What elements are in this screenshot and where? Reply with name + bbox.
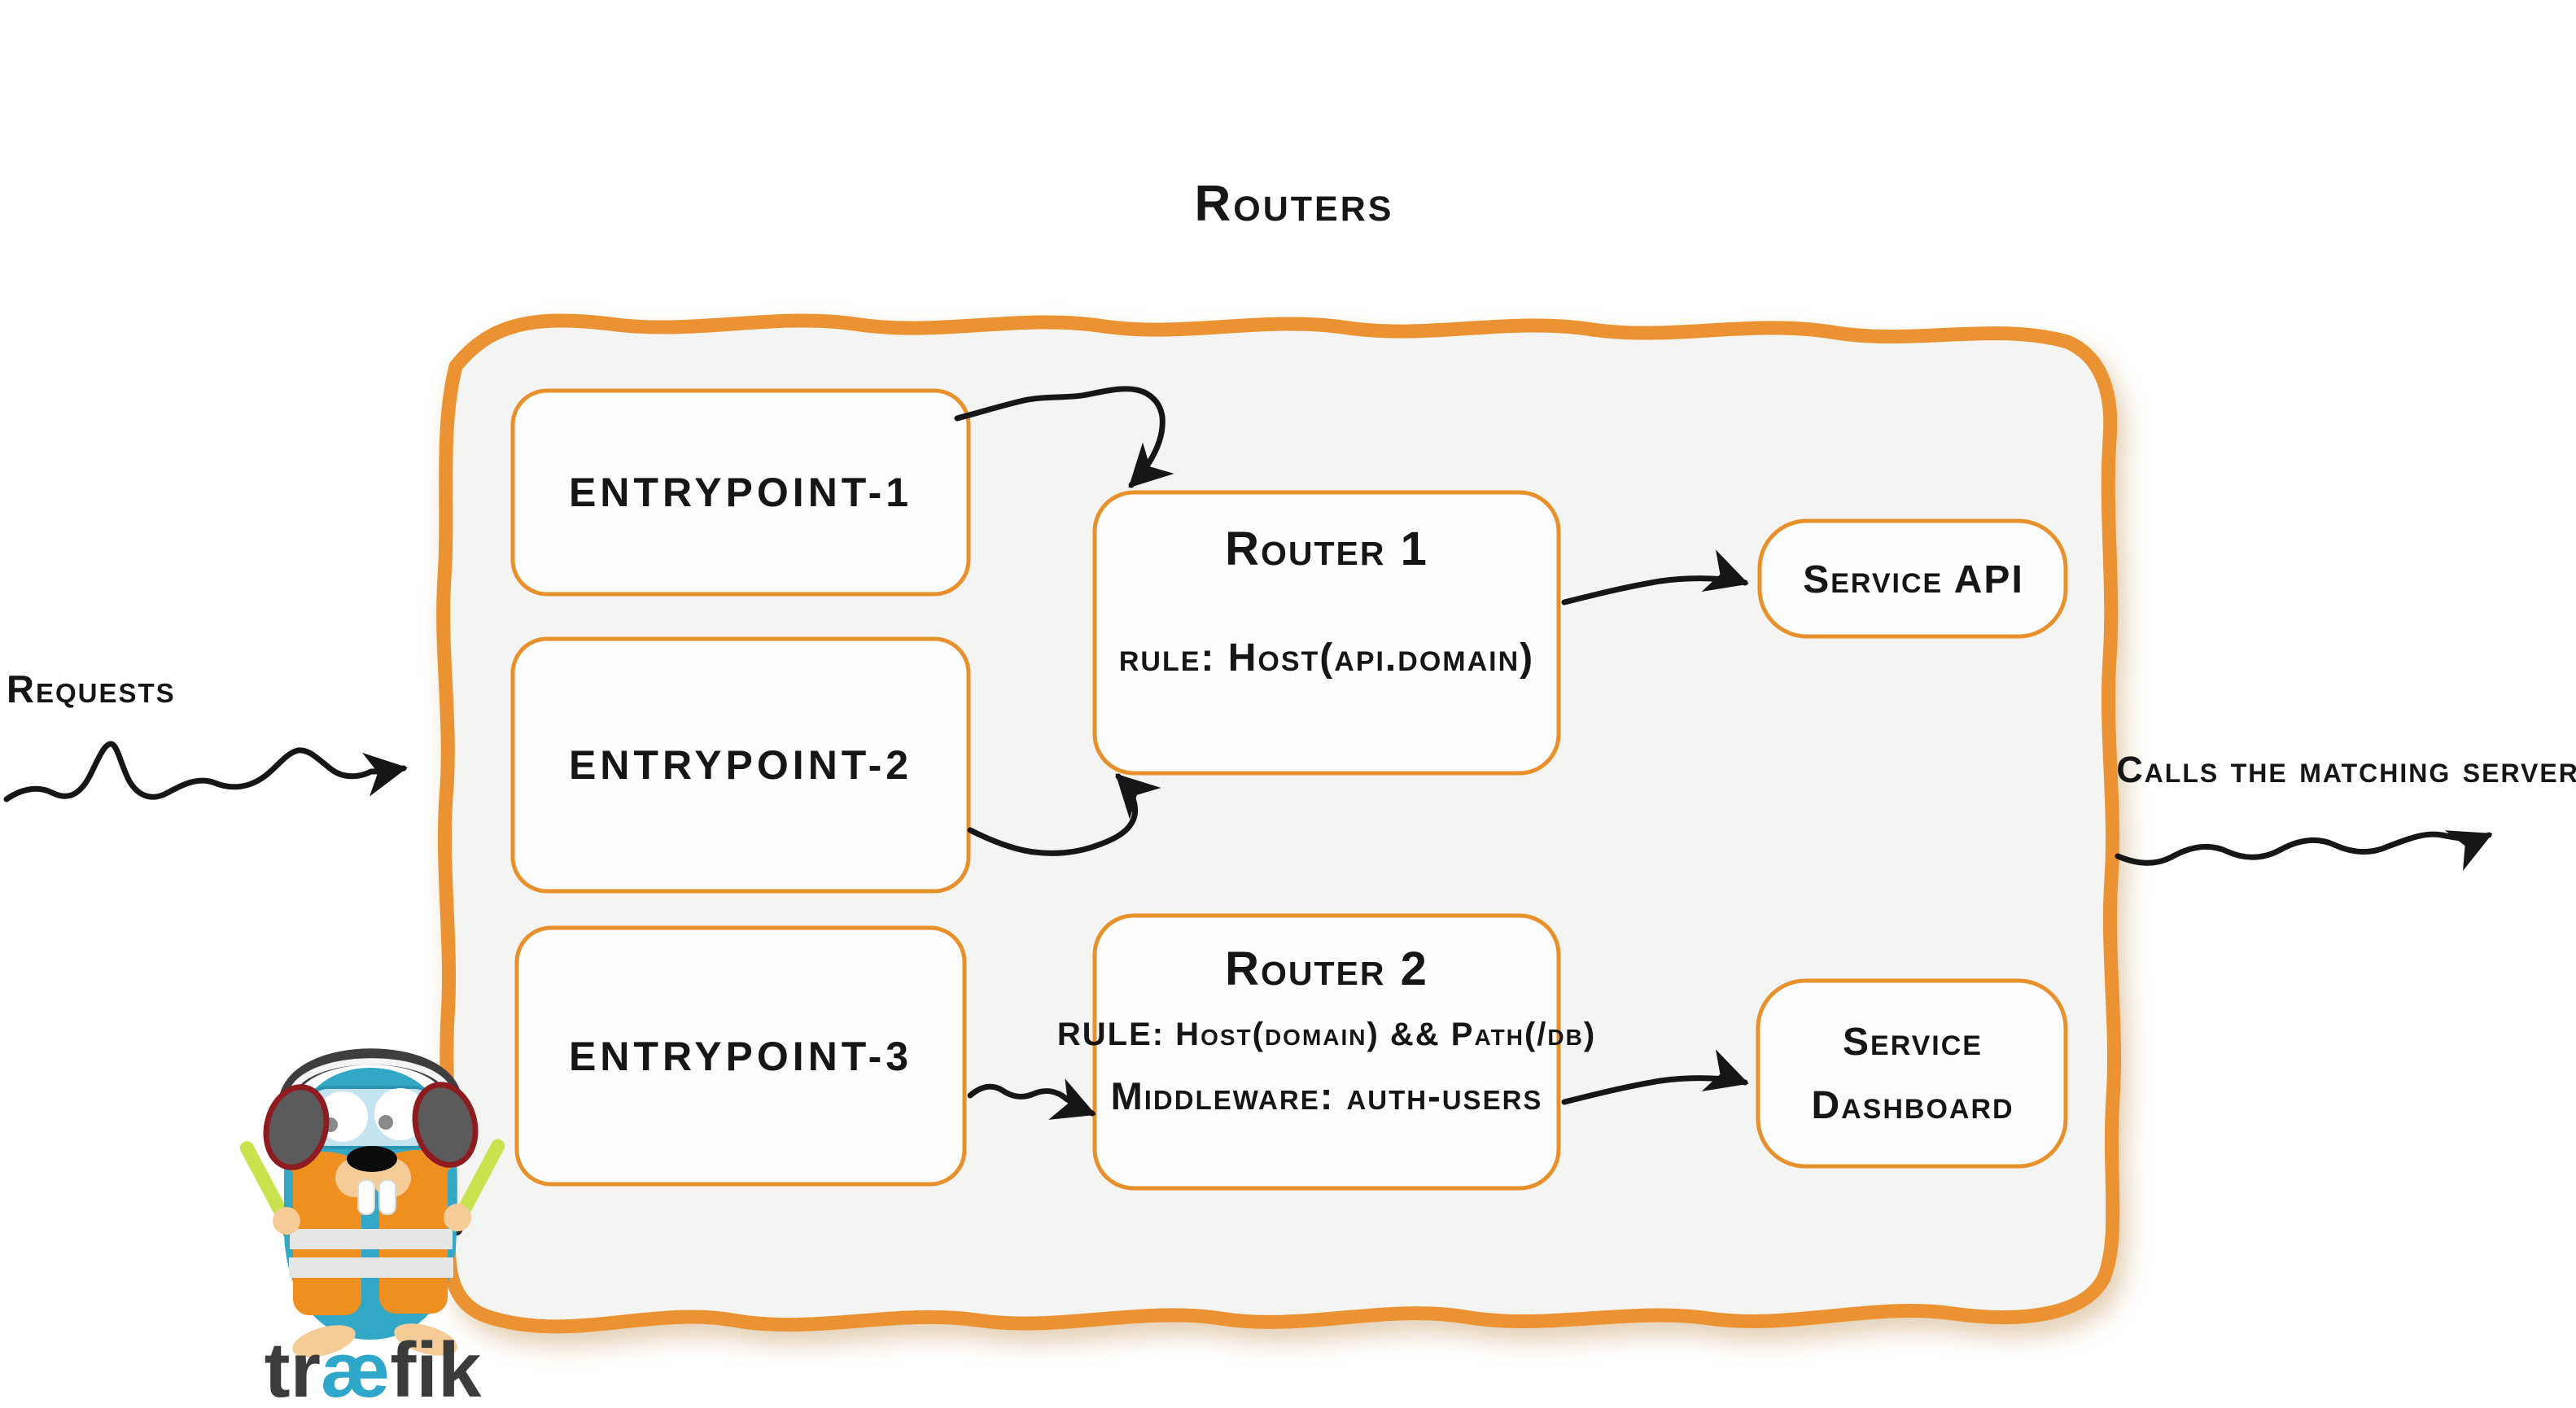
entrypoint-2-box — [510, 636, 971, 894]
router-2-rule: RULE: Host(domain) && Path(/db) — [1056, 1016, 1597, 1052]
arrow-entrypoint2-to-router1 — [967, 773, 1161, 856]
arrow-router1-to-service-api — [1561, 549, 1749, 606]
entrypoint-1-box — [510, 388, 971, 597]
arrow-router2-to-service-dashboard — [1561, 1049, 1749, 1105]
calls-matching-server-label: Calls the matching server — [2116, 749, 2576, 790]
service-api-label: Service API — [1803, 558, 2024, 601]
requests-label: Requests — [7, 667, 176, 711]
service-dashboard-box — [1756, 978, 2068, 1169]
traefik-mascot — [239, 1048, 505, 1358]
wordmark-prefix: tr — [264, 1327, 321, 1408]
service-dashboard-line1: Service — [1843, 1021, 1983, 1065]
router-2-middleware: Middleware: auth-users — [1110, 1073, 1543, 1117]
router-1-rule: rule: Host(api.domain) — [1118, 636, 1535, 680]
service-api-box — [1757, 518, 2068, 639]
service-dashboard-line2: Dashboard — [1811, 1084, 2014, 1127]
router-1-box — [1092, 490, 1561, 776]
arrow-entrypoint3-to-router2 — [967, 1078, 1096, 1120]
entrypoint-3-label: entrypoint-3 — [568, 1033, 913, 1079]
router-2-name: Router 2 — [1225, 942, 1428, 995]
gopher-pupil-right — [378, 1115, 393, 1130]
vest-stripe-top — [290, 1229, 453, 1249]
wordmark-suffix: fik — [390, 1327, 482, 1408]
service-dashboard-label: Service Dashboard — [1760, 982, 2066, 1166]
router-2-box — [1092, 913, 1561, 1191]
wordmark-ligature: æ — [320, 1327, 391, 1408]
gopher-nose — [347, 1146, 397, 1172]
arrow-calls-out — [2115, 830, 2493, 872]
arrow-entrypoint1-to-router1 — [954, 386, 1174, 488]
gopher-tooth-right — [378, 1179, 396, 1215]
gopher-foot-right — [394, 1323, 457, 1356]
arrow-requests-in — [3, 741, 408, 802]
diagram-title: Routers — [1194, 175, 1394, 232]
gopher-hand-right — [444, 1204, 471, 1231]
gopher-tooth-left — [357, 1179, 375, 1215]
headphones-icon — [263, 1048, 479, 1170]
gopher-foot-left — [292, 1325, 356, 1358]
router-1-name: Router 1 — [1225, 522, 1428, 575]
entrypoint-2-label: entrypoint-2 — [568, 742, 913, 788]
entrypoint-1-label: entrypoint-1 — [568, 470, 913, 515]
vest-stripe-bottom — [289, 1257, 453, 1278]
entrypoint-3-box — [514, 925, 967, 1187]
gopher-hand-left — [273, 1207, 300, 1235]
